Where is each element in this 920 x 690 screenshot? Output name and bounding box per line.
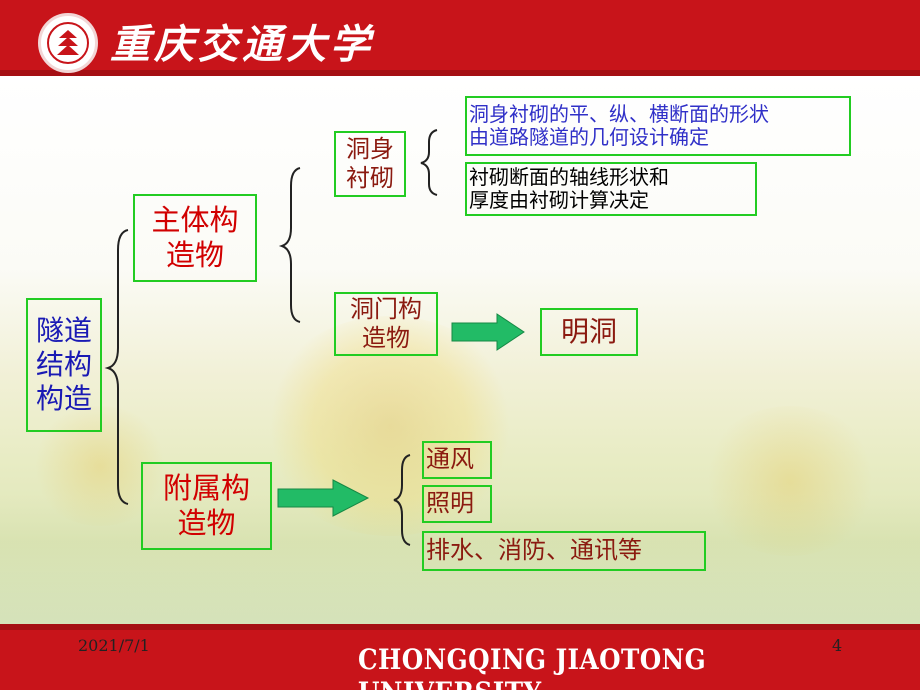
footer-bar (0, 624, 920, 690)
portal-structure-box: 洞门构 造物 (334, 292, 438, 356)
slide-background (0, 76, 920, 624)
slide-page-number: 4 (832, 636, 843, 655)
lighting-box: 照明 (422, 485, 492, 523)
lining-box: 洞身 衬砌 (334, 131, 406, 197)
foliage-decoration (0, 496, 920, 624)
main-brace (278, 167, 301, 323)
slide-date: 2021/7/1 (78, 636, 150, 655)
ventilation-box: 通风 (422, 441, 492, 479)
university-seal-icon (38, 13, 98, 73)
lining-brace (420, 129, 438, 196)
sunflower-decoration (700, 406, 880, 556)
lining-note-calculation: 衬砌断面的轴线形状和 厚度由衬砌计算决定 (465, 162, 757, 216)
lining-note-geometry: 洞身衬砌的平、纵、横断面的形状 由道路隧道的几何设计确定 (465, 96, 851, 156)
header-bar (0, 0, 920, 76)
university-logo-text: 重庆交通大学 (110, 21, 374, 68)
header-divider (0, 70, 920, 76)
arrow-portal-to-open-cut (451, 313, 525, 351)
footer-divider (0, 624, 920, 630)
open-cut-tunnel-box: 明洞 (540, 308, 638, 356)
auxiliary-structure-box: 附属构 造物 (141, 462, 272, 550)
university-name: CHONGQING JIAOTONG UNIVERSITY (358, 643, 707, 690)
arrow-aux-to-items (277, 479, 370, 517)
main-structure-box: 主体构 造物 (133, 194, 257, 282)
root-brace (104, 229, 129, 505)
root-tunnel-structure: 隧道 结构 构造 (26, 298, 102, 432)
drainage-fire-communication-box: 排水、消防、通讯等 (422, 531, 706, 571)
pagoda-icon (57, 30, 79, 55)
aux-brace (393, 454, 411, 546)
